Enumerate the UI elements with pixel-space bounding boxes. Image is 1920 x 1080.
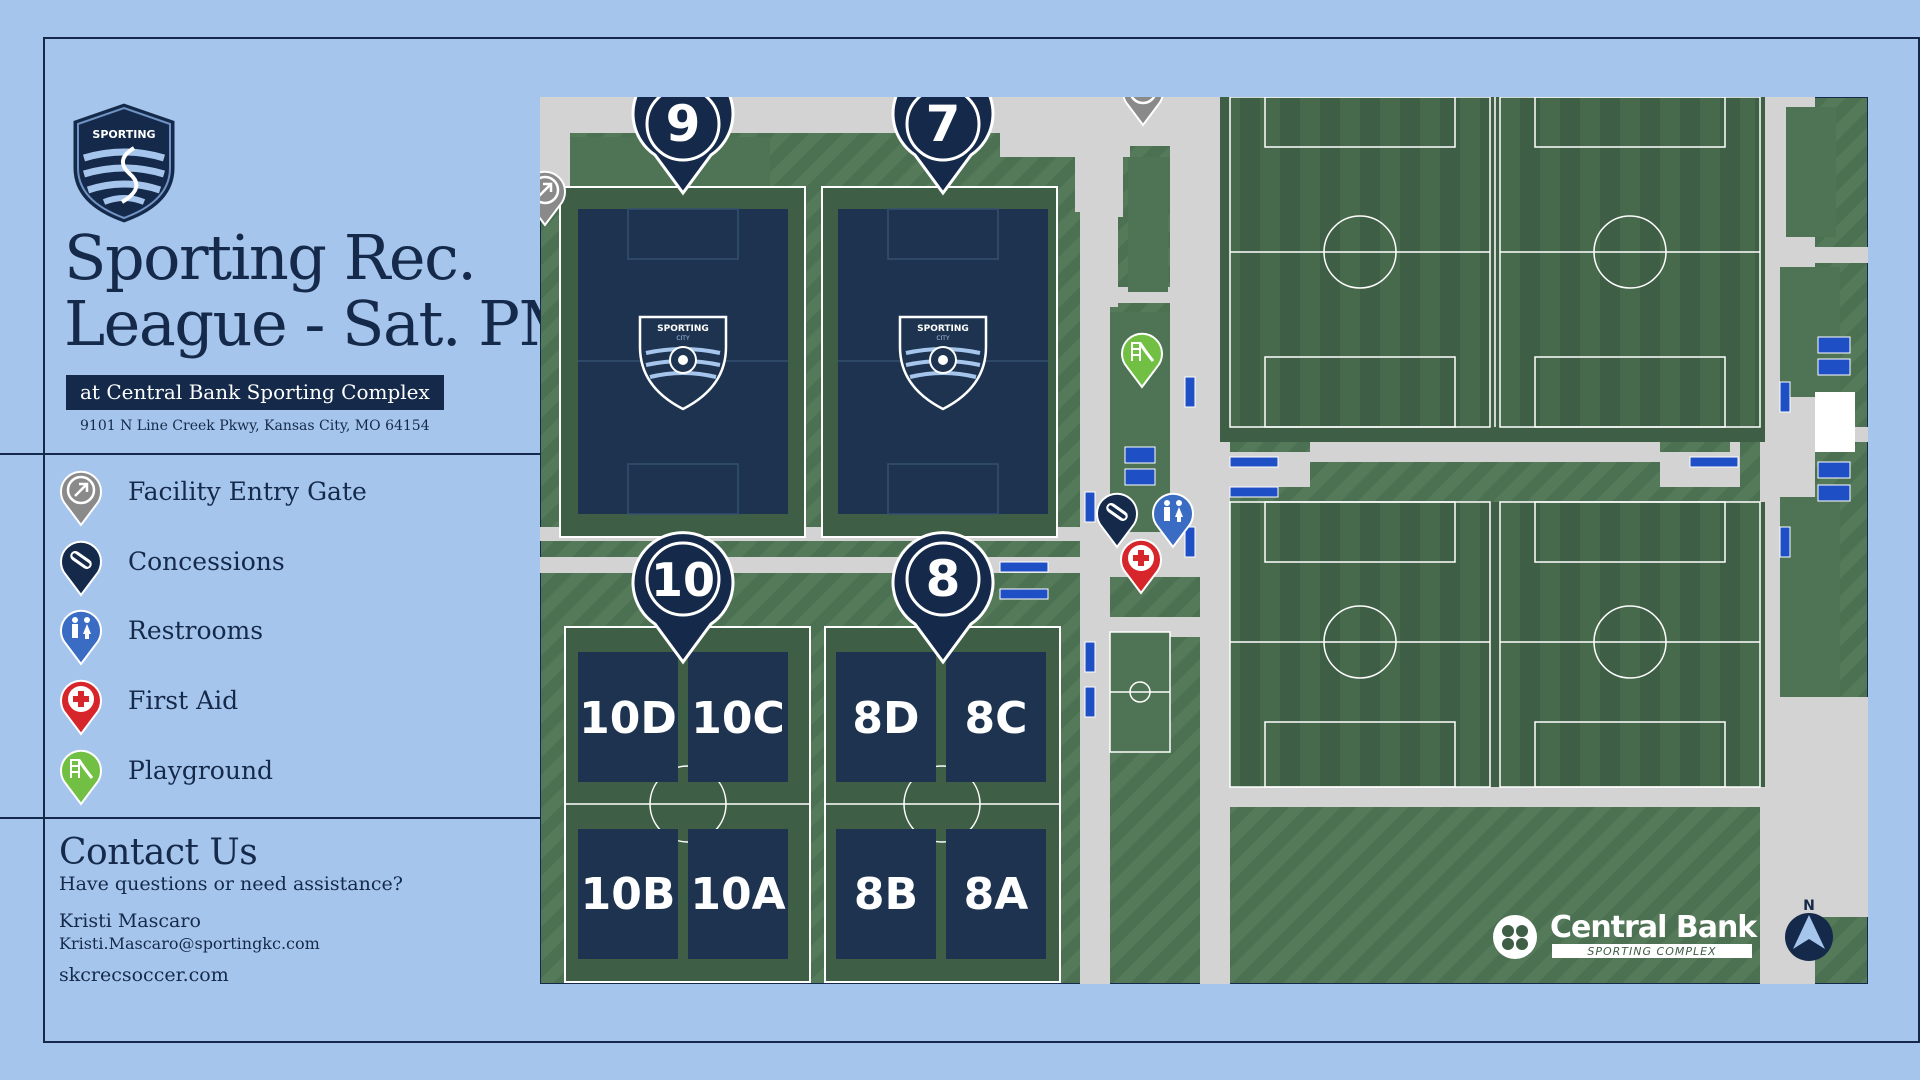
subfield-label-8a: 8A xyxy=(964,869,1029,920)
subfield-label-8d: 8D xyxy=(852,693,919,744)
north-label: N xyxy=(1803,898,1815,914)
contact-website-link[interactable]: skcrecsoccer.com xyxy=(59,964,229,986)
restroom-icon xyxy=(60,609,102,666)
restroom-icon[interactable] xyxy=(1152,492,1194,549)
subfield-label-8c: 8C xyxy=(965,693,1028,744)
entry-gate-icon xyxy=(60,470,102,527)
pin-field-8[interactable]: 8 xyxy=(891,531,995,665)
pin-number: 8 xyxy=(926,550,961,608)
logo-wordmark: SPORTING xyxy=(92,128,155,141)
crest-city: CITY xyxy=(676,335,690,342)
central-bank-logo: Central Bank SPORTING COMPLEX xyxy=(1493,910,1759,959)
crest-wordmark: SPORTING xyxy=(917,324,969,334)
pin-number: 7 xyxy=(926,97,961,153)
playground-icon xyxy=(60,749,102,806)
page-title: Sporting Rec. League - Sat. PM xyxy=(64,221,582,360)
contact-heading: Contact Us xyxy=(59,832,258,873)
title-line-1: Sporting Rec. xyxy=(64,221,477,294)
subfield-label-10d: 10D xyxy=(579,693,677,744)
contact-question: Have questions or need assistance? xyxy=(59,873,403,895)
futsal-court xyxy=(1109,631,1171,753)
entry-gate-icon[interactable] xyxy=(1122,97,1164,127)
pin-number: 10 xyxy=(651,553,715,607)
legend-label: Facility Entry Gate xyxy=(128,477,367,506)
subfield-label-10c: 10C xyxy=(691,693,785,744)
legend-label: Restrooms xyxy=(128,616,264,645)
hotdog-icon[interactable] xyxy=(1096,492,1138,549)
field-7-crest: SPORTING CITY xyxy=(898,315,988,411)
subfield-label-10b: 10B xyxy=(581,869,676,920)
pin-field-7[interactable]: 7 xyxy=(891,97,995,196)
large-fields xyxy=(1220,97,1765,788)
poster-frame xyxy=(43,37,1920,1043)
venue-address: 9101 N Line Creek Pkwy, Kansas City, MO … xyxy=(80,418,430,434)
legend-label: Concessions xyxy=(128,547,285,576)
legend-item-entry-gate: Facility Entry Gate xyxy=(58,467,478,527)
pin-number: 9 xyxy=(666,97,701,153)
legend-item-concessions: Concessions xyxy=(58,537,478,597)
first-aid-icon xyxy=(60,679,102,736)
sporting-kc-logo: SPORTING xyxy=(70,100,178,226)
crest-wordmark: SPORTING xyxy=(657,324,709,334)
legend-label: First Aid xyxy=(128,686,239,715)
divider-legend xyxy=(0,817,540,819)
legend-item-restrooms: Restrooms xyxy=(58,606,478,666)
field-8: 8D 8C 8B 8A xyxy=(824,626,1061,983)
subfield-label-8b: 8B xyxy=(854,869,918,920)
contact-name: Kristi Mascaro xyxy=(59,910,201,932)
field-10: 10D 10C 10B 10A xyxy=(564,626,811,983)
divider-header xyxy=(0,453,540,455)
brand-subtitle: SPORTING COMPLEX xyxy=(1587,945,1716,958)
north-arrow-icon: N xyxy=(1785,898,1833,961)
first-aid-icon[interactable] xyxy=(1120,538,1162,595)
field-9-crest: SPORTING CITY xyxy=(638,315,728,411)
legend-item-first-aid: First Aid xyxy=(58,676,478,736)
legend-item-playground: Playground xyxy=(58,746,478,806)
subfield-label-10a: 10A xyxy=(690,869,785,920)
pin-field-9[interactable]: 9 xyxy=(631,97,735,196)
legend-label: Playground xyxy=(128,756,274,785)
venue-bar: at Central Bank Sporting Complex xyxy=(66,375,444,410)
hotdog-icon xyxy=(60,540,102,597)
crest-city: CITY xyxy=(936,335,950,342)
facility-map: SPORTING CITY SPORTING CITY 10D 10C 10B … xyxy=(540,97,1868,984)
playground-icon[interactable] xyxy=(1121,332,1163,389)
parking-spots xyxy=(999,336,1851,718)
pin-field-10[interactable]: 10 xyxy=(631,531,735,665)
brand-name: Central Bank xyxy=(1550,910,1758,945)
title-line-2: League - Sat. PM xyxy=(64,287,582,360)
entry-gate-icon[interactable] xyxy=(540,170,566,227)
contact-email-link[interactable]: Kristi.Mascaro@sportingkc.com xyxy=(59,934,320,953)
building xyxy=(1815,392,1855,452)
